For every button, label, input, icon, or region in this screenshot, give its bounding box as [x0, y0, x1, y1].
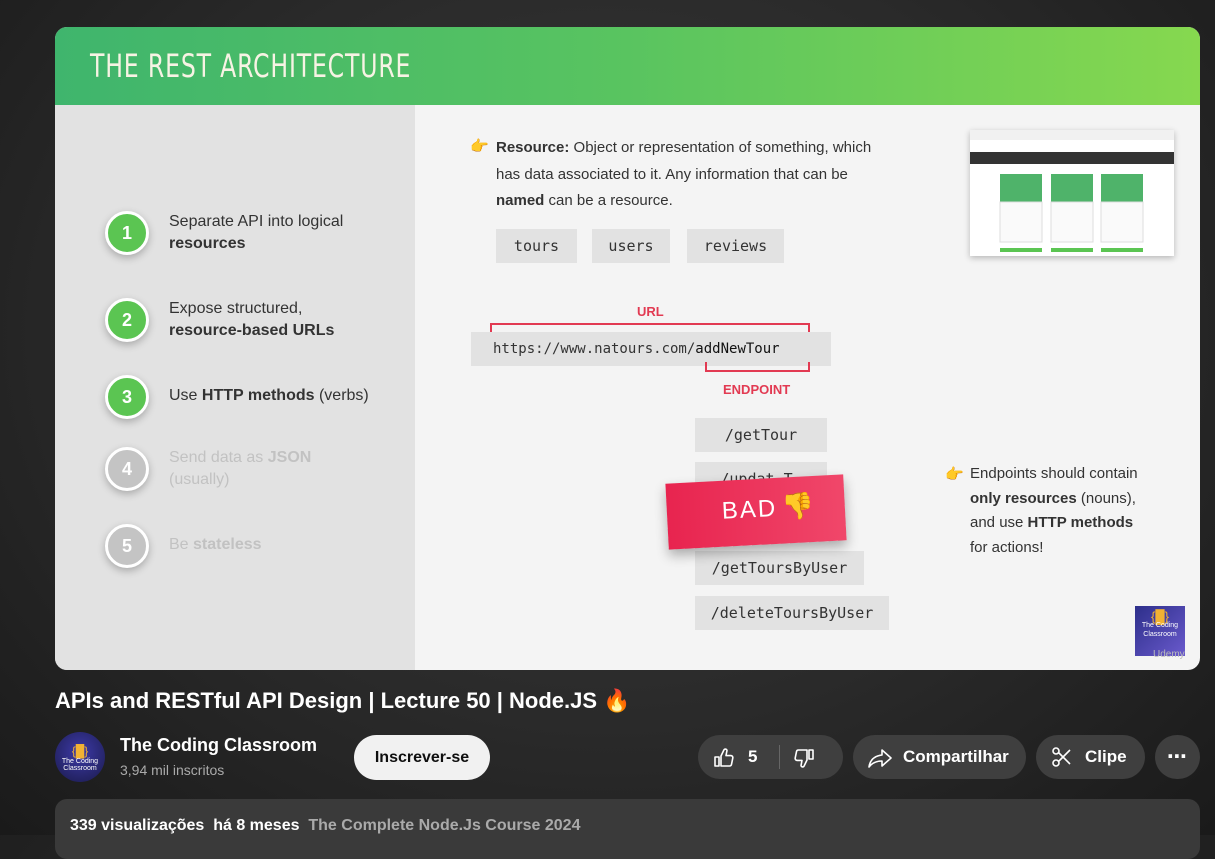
- channel-name[interactable]: The Coding Classroom: [120, 735, 318, 755]
- step-number: 3: [105, 375, 149, 419]
- thumbs-up-icon: [714, 748, 734, 767]
- step-number: 5: [105, 524, 149, 568]
- udemy-watermark: Udemy: [1153, 649, 1185, 660]
- step-number: 1: [105, 211, 149, 255]
- endpoint-chip: /getTour: [695, 418, 827, 452]
- thumbs-down-icon: 👎: [780, 489, 817, 522]
- scissors-icon: [1052, 747, 1071, 767]
- step-number: 2: [105, 298, 149, 342]
- share-icon: [868, 749, 892, 768]
- logo-braces-icon: {█}: [1151, 609, 1169, 624]
- subscriber-count: 3,94 mil inscritos: [120, 762, 225, 778]
- clip-label: Clipe: [1085, 747, 1127, 766]
- endpoint-note: Endpoints should contain only resources …: [970, 465, 1138, 556]
- channel-watermark-logo[interactable]: {█} The Coding Classroom: [1135, 606, 1185, 656]
- avatar-text: The Coding Classroom: [61, 758, 99, 772]
- share-label: Compartilhar: [903, 747, 1009, 766]
- step-5: 5 Be stateless: [105, 524, 405, 568]
- endpoint-bracket: [705, 362, 810, 372]
- dislike-button[interactable]: [780, 735, 843, 779]
- logo-text: The Coding Classroom: [1141, 622, 1179, 638]
- logo-braces-icon: {█}: [71, 744, 89, 758]
- bad-banner: BAD 👎: [665, 474, 847, 550]
- video-player[interactable]: THE REST ARCHITECTURE 1 Separate API int…: [55, 27, 1200, 670]
- url-bracket: [490, 323, 810, 333]
- website-preview-image: [970, 130, 1174, 252]
- step-3: 3 Use HTTP methods (verbs): [105, 375, 405, 419]
- url-label: URL: [637, 304, 664, 319]
- resource-chip: users: [592, 229, 670, 263]
- bad-label: BAD: [721, 494, 778, 525]
- step-2: 2 Expose structured,resource-based URLs: [105, 298, 405, 342]
- thumbs-down-icon: [794, 749, 814, 768]
- endpoint-chip: /getToursByUser: [695, 551, 864, 585]
- like-dislike-group: 5: [698, 735, 843, 779]
- resource-chip: tours: [496, 229, 577, 263]
- slide-header: THE REST ARCHITECTURE: [55, 27, 1200, 105]
- subscribe-button[interactable]: Inscrever-se: [354, 735, 490, 780]
- like-divider: [779, 745, 780, 769]
- video-meta: 339 visualizações há 8 meses The Complet…: [70, 817, 580, 835]
- like-count: 5: [748, 747, 758, 766]
- channel-avatar[interactable]: {█} The Coding Classroom: [55, 732, 105, 782]
- step-label: Send data as JSON(usually): [169, 449, 312, 488]
- step-4: 4 Send data as JSON(usually): [105, 447, 405, 491]
- playlist-link[interactable]: The Complete Node.Js Course 2024: [308, 817, 581, 834]
- website-thumbnail: [970, 130, 1174, 256]
- pointing-hand-icon: 👉: [945, 466, 964, 483]
- step-label: Use HTTP methods (verbs): [169, 387, 369, 404]
- url-example: https://www.natours.com/addNewTour: [471, 332, 831, 366]
- description-box[interactable]: 339 visualizações há 8 meses The Complet…: [55, 799, 1200, 859]
- more-icon: ⋯: [1167, 746, 1188, 768]
- resource-chip: reviews: [687, 229, 784, 263]
- view-count: 339 visualizações: [70, 817, 205, 834]
- step-label: Expose structured,resource-based URLs: [169, 300, 335, 339]
- resource-definition: Resource: Object or representation of so…: [496, 139, 872, 209]
- step-number: 4: [105, 447, 149, 491]
- slide-title: THE REST ARCHITECTURE: [90, 47, 412, 85]
- share-button[interactable]: Compartilhar: [853, 735, 1026, 779]
- step-label: Be stateless: [169, 536, 262, 553]
- pointing-hand-icon: 👉: [470, 138, 489, 155]
- endpoint-chip: /deleteToursByUser: [695, 596, 889, 630]
- like-button[interactable]: 5: [698, 735, 778, 779]
- clip-button[interactable]: Clipe: [1036, 735, 1145, 779]
- video-title: APIs and RESTful API Design | Lecture 50…: [55, 688, 631, 713]
- endpoint-label: ENDPOINT: [723, 382, 791, 397]
- more-actions-button[interactable]: ⋯: [1155, 735, 1200, 779]
- upload-age: há 8 meses: [213, 817, 300, 834]
